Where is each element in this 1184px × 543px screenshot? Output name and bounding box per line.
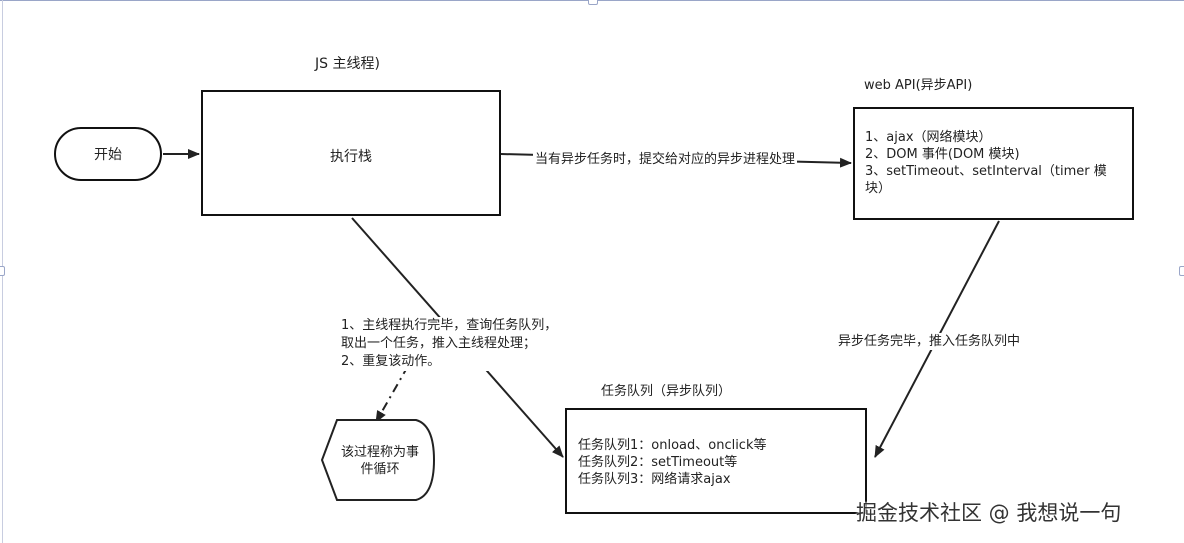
- event-loop-note-line: 该过程称为事: [340, 445, 419, 460]
- web-api-list: 1、ajax（网络模块） 2、DOM 事件(DOM 模块) 3、setTimeo…: [865, 129, 1131, 197]
- web-api-item: 2、DOM 事件(DOM 模块): [865, 147, 1020, 162]
- watermark: 掘金技术社区 @ 我想说一句: [856, 501, 1122, 525]
- event-loop-note-shape: [320, 419, 436, 501]
- web-api-item: 块）: [865, 181, 892, 196]
- start-label: 开始: [94, 147, 122, 163]
- edge-label-to-queue: 异步任务完毕，推入任务队列中: [836, 333, 1023, 350]
- loop-step-line: 取出一个任务，推入主线程处理；: [341, 336, 537, 351]
- main-thread-title: JS 主线程): [315, 56, 380, 72]
- web-api-item: 3、setTimeout、setInterval（timer 模: [865, 164, 1107, 179]
- arrow-loop-dashed: [375, 365, 409, 423]
- loop-step-line: 2、重复该动作。: [341, 354, 441, 369]
- resize-handle-top[interactable]: [588, 0, 598, 5]
- task-queue-item: 任务队列3：网络请求ajax: [578, 472, 731, 487]
- task-queue-item: 任务队列1：onload、onclick等: [578, 438, 767, 453]
- task-queue-list: 任务队列1：onload、onclick等 任务队列2：setTimeout等 …: [578, 437, 864, 488]
- task-queue-item: 任务队列2：setTimeout等: [578, 455, 738, 470]
- event-loop-note-line: 件循环: [360, 462, 400, 477]
- loop-step-line: 1、主线程执行完毕，查询任务队列，: [341, 318, 558, 333]
- web-api-box[interactable]: 1、ajax（网络模块） 2、DOM 事件(DOM 模块) 3、setTimeo…: [853, 107, 1134, 220]
- start-node[interactable]: 开始: [54, 127, 162, 181]
- web-api-item: 1、ajax（网络模块）: [865, 130, 992, 145]
- web-api-title: web API(异步API): [864, 78, 973, 93]
- event-loop-note-text: 该过程称为事 件循环: [337, 444, 423, 478]
- resize-handle-left[interactable]: [0, 266, 5, 276]
- edge-label-loop-steps: 1、主线程执行完毕，查询任务队列， 取出一个任务，推入主线程处理； 2、重复该动…: [341, 317, 558, 371]
- task-queue-title: 任务队列（异步队列）: [601, 384, 732, 399]
- resize-handle-right[interactable]: [1179, 266, 1184, 276]
- call-stack-box[interactable]: 执行栈: [201, 90, 501, 216]
- call-stack-label: 执行栈: [330, 149, 372, 165]
- edge-label-to-web-api: 当有异步任务时，提交给对应的异步进程处理: [533, 151, 798, 168]
- task-queue-box[interactable]: 任务队列1：onload、onclick等 任务队列2：setTimeout等 …: [565, 408, 867, 514]
